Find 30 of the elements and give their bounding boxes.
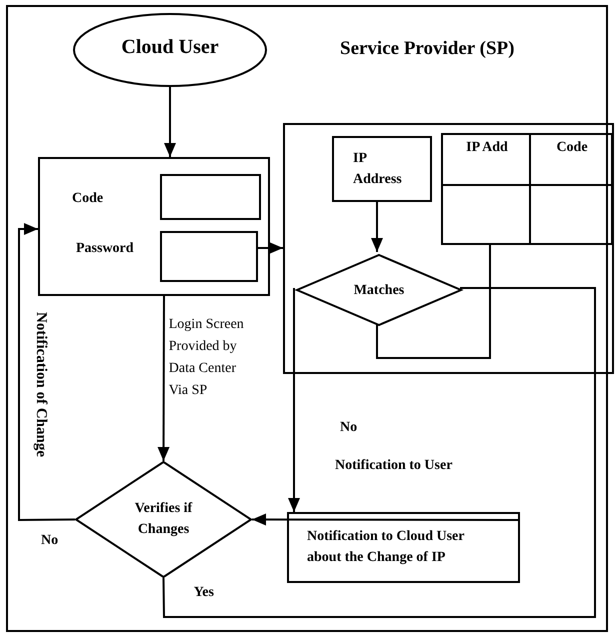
input-field xyxy=(160,231,258,282)
node-label: Cloud User xyxy=(120,37,220,58)
connector-arrow xyxy=(371,200,383,252)
input-field xyxy=(160,174,261,220)
connector-arrow xyxy=(158,296,170,461)
note-text: No xyxy=(41,533,58,549)
process-box xyxy=(332,136,432,202)
node-label: Code xyxy=(72,190,104,208)
connector-arrow xyxy=(164,87,176,157)
note-text: Notification to User xyxy=(335,458,452,474)
decision-diamond xyxy=(296,254,462,326)
node-label: Notification to Cloud User about the Change of IP xyxy=(307,528,466,567)
node-label: Matches xyxy=(352,282,406,300)
column-header: IP Add xyxy=(465,139,509,157)
node-label: Password xyxy=(76,240,135,258)
start-ellipse xyxy=(73,13,267,87)
connector-arrow xyxy=(256,242,283,254)
connector-arrow xyxy=(288,288,300,512)
panel-heading: Service Provider (SP) xyxy=(340,37,516,61)
note-text: No xyxy=(340,420,358,436)
data-table xyxy=(441,133,613,245)
connector-arrow xyxy=(18,223,75,521)
process-box xyxy=(287,512,520,583)
decision-diamond xyxy=(75,461,252,578)
column-header: Code xyxy=(555,139,589,157)
login-box xyxy=(38,157,270,296)
node-label: IP Address xyxy=(353,150,403,189)
connector-arrow xyxy=(252,514,520,526)
node-label: Verifies if Changes xyxy=(134,500,194,539)
edge-label: Notification of Change xyxy=(32,312,50,458)
